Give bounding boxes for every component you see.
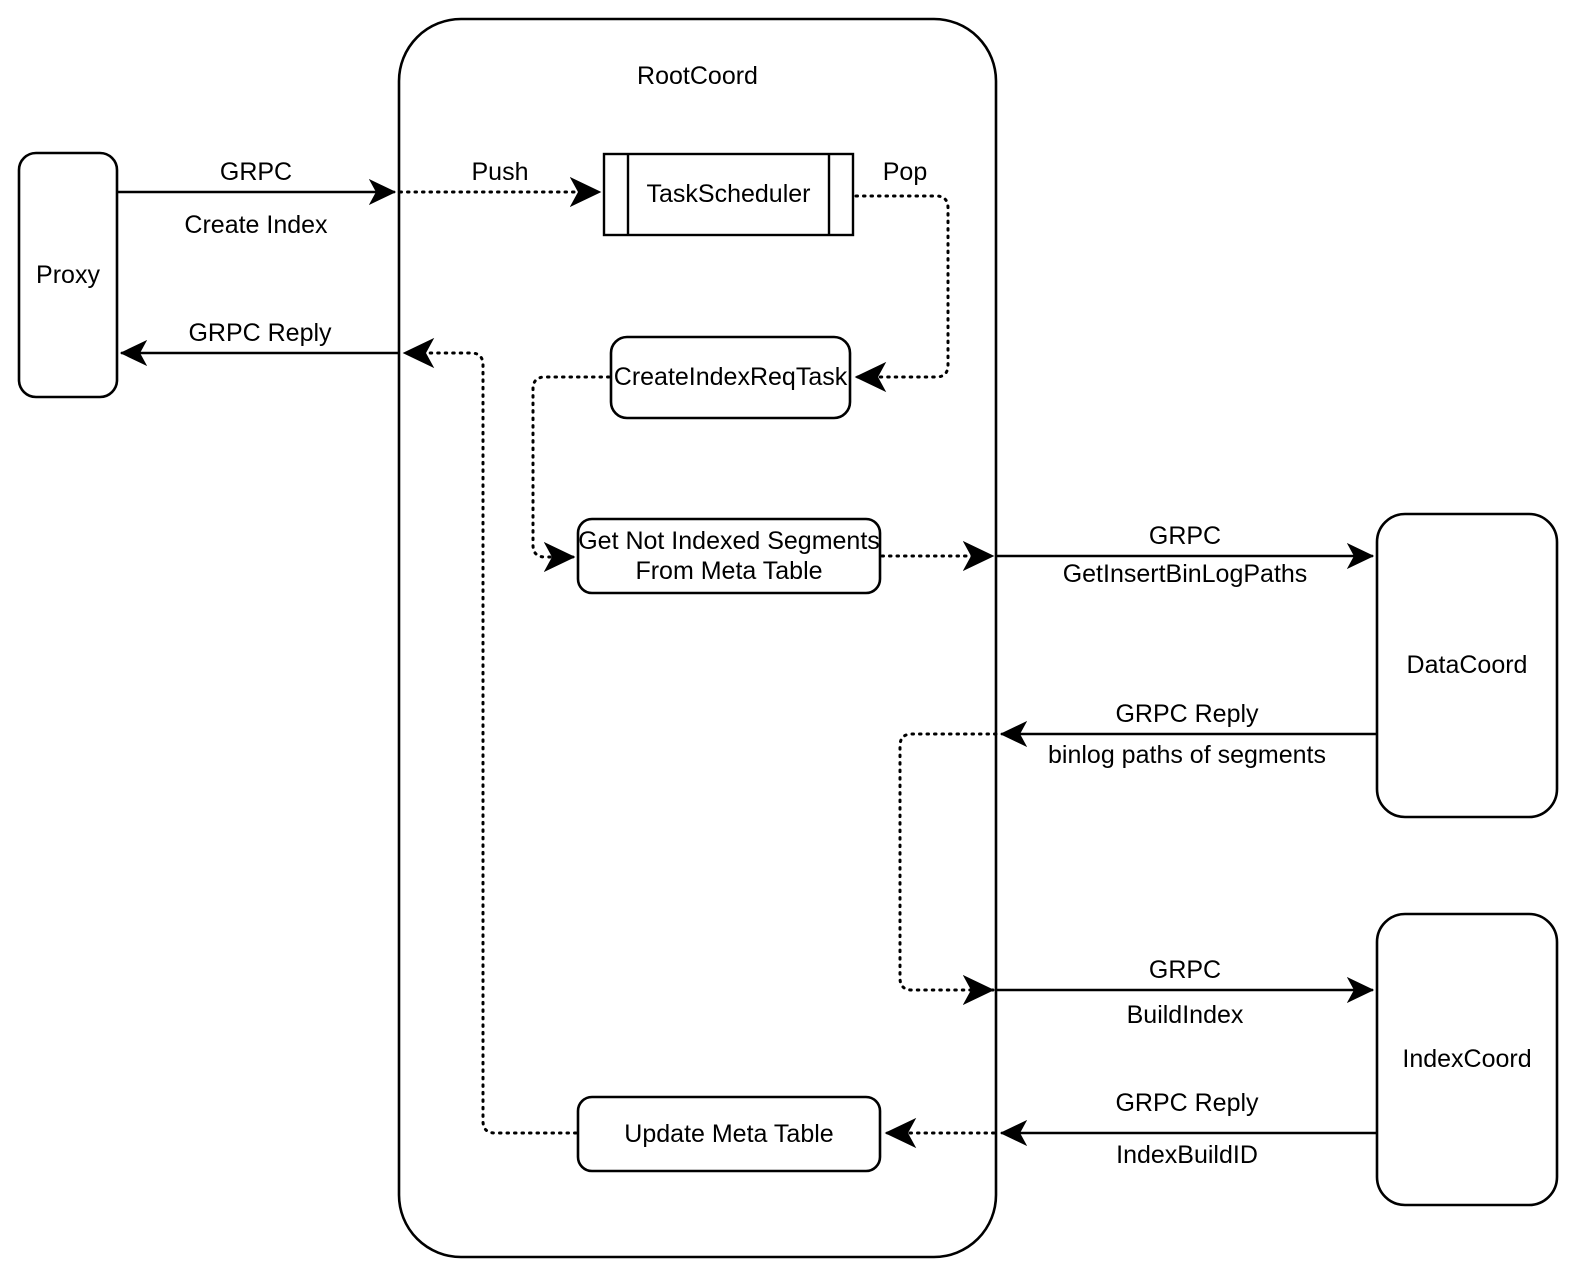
edge-update-meta-table-to-proxy-reply [402, 337, 578, 1135]
node-index-coord-shape[interactable] [1375, 912, 1559, 1207]
node-data-coord-shape[interactable] [1375, 512, 1559, 819]
node-task-scheduler-shape[interactable] [602, 152, 855, 237]
node-create-index-req-task-shape[interactable] [609, 335, 852, 420]
rootcoord-container [397, 17, 998, 1259]
edge-task-scheduler-to-create-index-req-task [854, 194, 950, 393]
edge-create-index-req-task-to-get-not-indexed-segments [531, 375, 611, 573]
node-update-meta-table-shape[interactable] [576, 1095, 882, 1173]
edge-data-coord-reply-to-build-index [898, 732, 998, 1006]
node-get-not-indexed-segments-shape[interactable] [576, 517, 882, 595]
node-proxy-shape[interactable] [17, 151, 119, 399]
